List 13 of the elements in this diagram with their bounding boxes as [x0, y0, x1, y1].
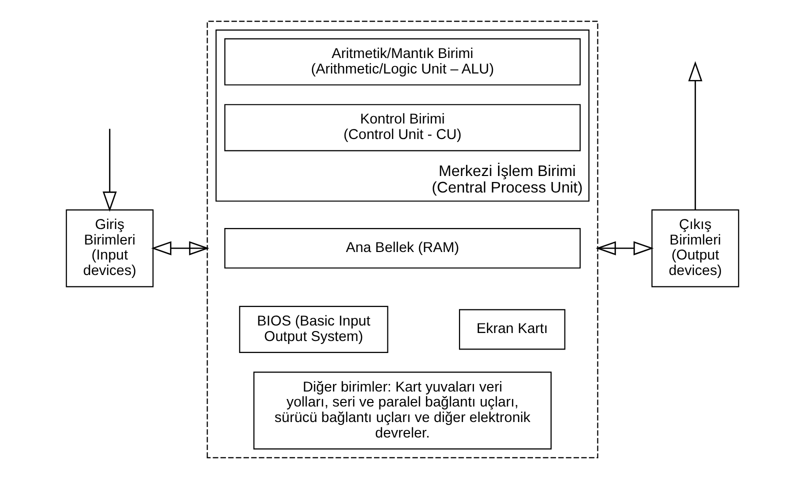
cluster [206, 20, 598, 458]
arrow [688, 61, 702, 210]
node-box: Aritmetik/Mantık Birimi (Arithmetic/Logic Unit – ALU) [224, 38, 581, 86]
node-box: Kontrol Birimi (Control Unit - CU) [224, 104, 581, 152]
node-box: Diğer birimler: Kart yuvaları veri yolları, seri ve paralel bağlantı uçları, sürücü bağlantı uçları ve diğer elektronik devreler. [253, 372, 552, 450]
node-box: Giriş Birimleri (Input devices) [66, 209, 154, 288]
node-box: Çıkış Birimleri (Output devices) [651, 209, 740, 288]
arrow [102, 128, 117, 212]
node-box: BIOS (Basic Input Output System) [239, 306, 388, 353]
node-box: Ana Bellek (RAM) [224, 228, 581, 269]
arrow [151, 241, 210, 256]
arrow [596, 241, 654, 256]
node-box: Ekran Kartı [458, 309, 566, 350]
